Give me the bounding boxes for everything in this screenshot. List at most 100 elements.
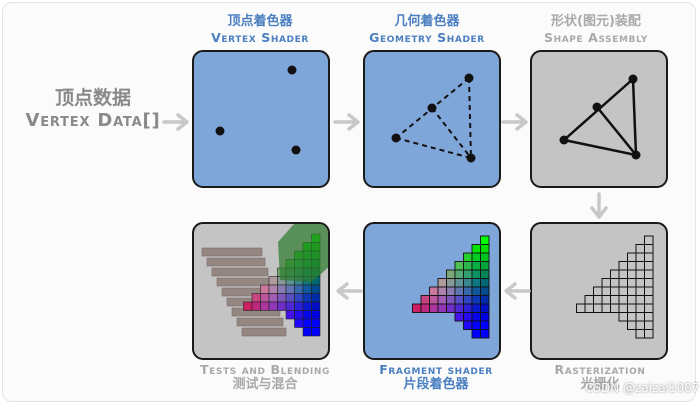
pixel-cell	[454, 312, 464, 322]
pixel-cell	[294, 284, 304, 294]
pixel-cell	[635, 320, 645, 330]
rasterization-box	[530, 222, 668, 360]
pixel-cell	[627, 278, 637, 288]
pixel-cell	[454, 269, 464, 279]
vertex-shader-label-zh: 顶点着色器	[227, 14, 293, 29]
pixel-cell	[471, 320, 481, 330]
pixel-cell	[294, 310, 304, 320]
blend-overlay	[278, 224, 328, 282]
pixel-cell	[294, 318, 304, 328]
pixel-cell	[437, 295, 447, 305]
pixel-cell	[584, 295, 594, 305]
pixel-cell	[635, 312, 645, 322]
pixel-cell	[480, 261, 490, 271]
arrow-right-icon	[333, 113, 360, 131]
shape-assembly-label-zh: 形状(图元)装配	[551, 14, 641, 29]
geometry-shader-label: 几何着色器 Geometry Shader	[352, 14, 502, 45]
pixel-cell	[311, 310, 321, 320]
pixel-cell	[601, 278, 611, 288]
fragment-shader-label: Fragment shader 片段着色器	[356, 362, 516, 393]
raster-grid	[576, 235, 654, 339]
pixel-cell	[454, 286, 464, 296]
pixel-cell	[294, 301, 304, 311]
pixel-cell	[635, 329, 645, 339]
pixel-cell	[463, 286, 473, 296]
pixel-cell	[618, 312, 628, 322]
pixel-cell	[429, 295, 439, 305]
arrow-right-icon	[162, 113, 189, 131]
pixel-cell	[420, 303, 430, 313]
pixel-cell	[480, 312, 490, 322]
pixel-cell	[601, 295, 611, 305]
pixel-cell	[302, 310, 312, 320]
pixel-cell	[593, 286, 603, 296]
pixel-cell	[610, 278, 620, 288]
pixel-cell	[260, 293, 270, 303]
pixel-cell	[260, 301, 270, 311]
pixel-cell	[627, 261, 637, 271]
pixel-cell	[471, 244, 481, 254]
pixel-cell	[618, 303, 628, 313]
pixel-cell	[618, 295, 628, 305]
pixel-cell	[211, 267, 269, 277]
arrow-down-icon	[590, 192, 608, 219]
pixel-cell	[463, 252, 473, 262]
pixel-cell	[635, 286, 645, 296]
pixel-cell	[206, 257, 266, 267]
pixel-cell	[251, 301, 261, 311]
pixel-cell	[627, 320, 637, 330]
pixel-cell	[584, 303, 594, 313]
shape-assembly-box	[530, 50, 668, 188]
pixel-cell	[635, 295, 645, 305]
pixel-cell	[644, 252, 654, 262]
pixel-cell	[437, 278, 447, 288]
pixel-cell	[480, 329, 490, 339]
vertex-data-label: 顶点数据 Vertex Data[]	[8, 86, 178, 132]
vertex-shader-box	[192, 50, 330, 188]
pixel-cell	[302, 327, 312, 337]
pixel-cell	[236, 317, 284, 327]
pixel-cell	[644, 320, 654, 330]
pixel-cell	[446, 269, 456, 279]
pixel-cell	[302, 293, 312, 303]
pixel-cell	[471, 278, 481, 288]
tests-blending-label: Tests and Blending 测试与混合	[180, 362, 350, 393]
pixel-cell	[446, 278, 456, 288]
pixel-cell	[471, 312, 481, 322]
pixel-cell	[627, 269, 637, 279]
pixel-cell	[471, 261, 481, 271]
fragment-shader-label-zh: 片段着色器	[403, 377, 469, 392]
pixel-cell	[644, 261, 654, 271]
pixel-cell	[644, 244, 654, 254]
pixel-cell	[644, 269, 654, 279]
pixel-cell	[471, 286, 481, 296]
fragment-pixels	[412, 235, 490, 339]
pixel-cell	[437, 303, 447, 313]
arrow-left-icon	[504, 282, 531, 300]
pixel-cell	[463, 278, 473, 288]
pixel-cell	[644, 286, 654, 296]
pixel-cell	[618, 286, 628, 296]
pixel-cell	[627, 303, 637, 313]
pixel-cell	[277, 284, 287, 294]
pixel-cell	[618, 269, 628, 279]
vertex-points	[215, 65, 301, 155]
pixel-cell	[627, 286, 637, 296]
pixel-cell	[463, 320, 473, 330]
pixel-cell	[635, 252, 645, 262]
pixel-cell	[618, 278, 628, 288]
geometry-shader-label-zh: 几何着色器	[394, 14, 460, 29]
pixel-cell	[454, 295, 464, 305]
pixel-cell	[454, 278, 464, 288]
pixel-cell	[635, 303, 645, 313]
pixel-cell	[471, 303, 481, 313]
pixel-cell	[311, 301, 321, 311]
pixel-cell	[302, 301, 312, 311]
pixel-cell	[635, 261, 645, 271]
pixel-cell	[480, 303, 490, 313]
tests-blending-label-en: Tests and Blending	[200, 362, 330, 377]
pixel-cell	[463, 303, 473, 313]
pixel-cell	[463, 312, 473, 322]
pixel-cell	[471, 269, 481, 279]
pixel-cell	[644, 235, 654, 245]
